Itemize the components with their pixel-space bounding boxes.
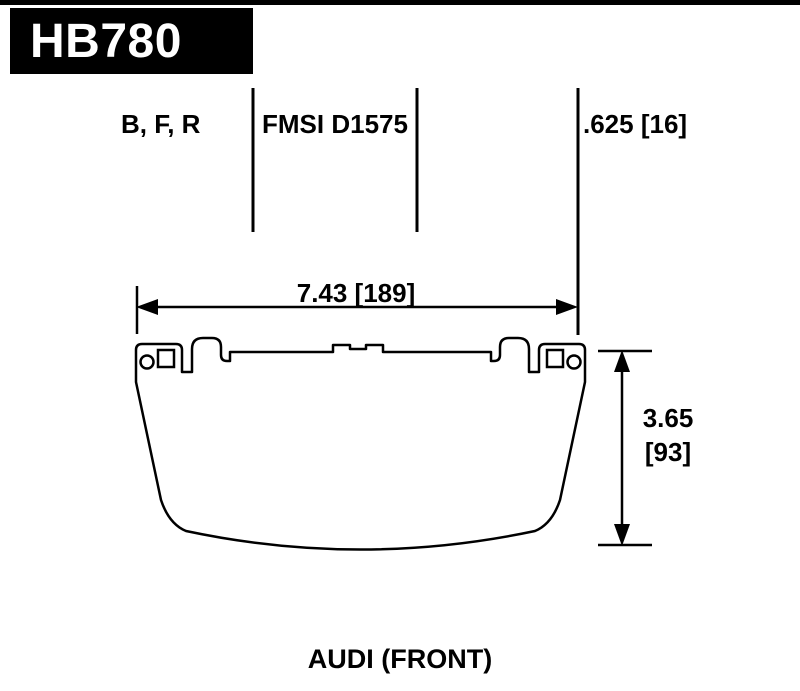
height-dimension-label: 3.65 [93] bbox=[622, 401, 714, 469]
width-dimension-label: 7.43 [189] bbox=[296, 278, 416, 308]
brake-pad-drawing bbox=[134, 336, 587, 551]
pad-square-hole-right bbox=[545, 348, 565, 369]
column-dividers bbox=[251, 88, 580, 335]
width-dimension-arrow bbox=[135, 286, 578, 334]
height-dimension-inches: 3.65 bbox=[642, 403, 694, 433]
pad-round-hole-right bbox=[566, 354, 582, 370]
application-label: AUDI (FRONT) bbox=[307, 644, 493, 674]
fmsi-number: FMSI D1575 bbox=[262, 109, 408, 139]
part-number-box: HB780 bbox=[10, 8, 253, 74]
width-arrowhead-left bbox=[136, 299, 158, 315]
pad-round-hole-left bbox=[139, 354, 155, 370]
top-rule bbox=[0, 0, 800, 5]
height-arrowhead-top bbox=[614, 350, 630, 372]
height-dimension-arrow bbox=[598, 349, 652, 547]
part-number: HB780 bbox=[30, 14, 182, 68]
compound-codes: B, F, R bbox=[121, 109, 201, 139]
height-dimension-mm: [93] bbox=[644, 437, 692, 467]
brake-pad-outline bbox=[134, 336, 587, 551]
pad-square-hole-left bbox=[156, 348, 176, 369]
height-arrowhead-bottom bbox=[614, 524, 630, 546]
pad-thickness: .625 [16] bbox=[583, 109, 688, 139]
width-arrowhead-right bbox=[556, 299, 578, 315]
